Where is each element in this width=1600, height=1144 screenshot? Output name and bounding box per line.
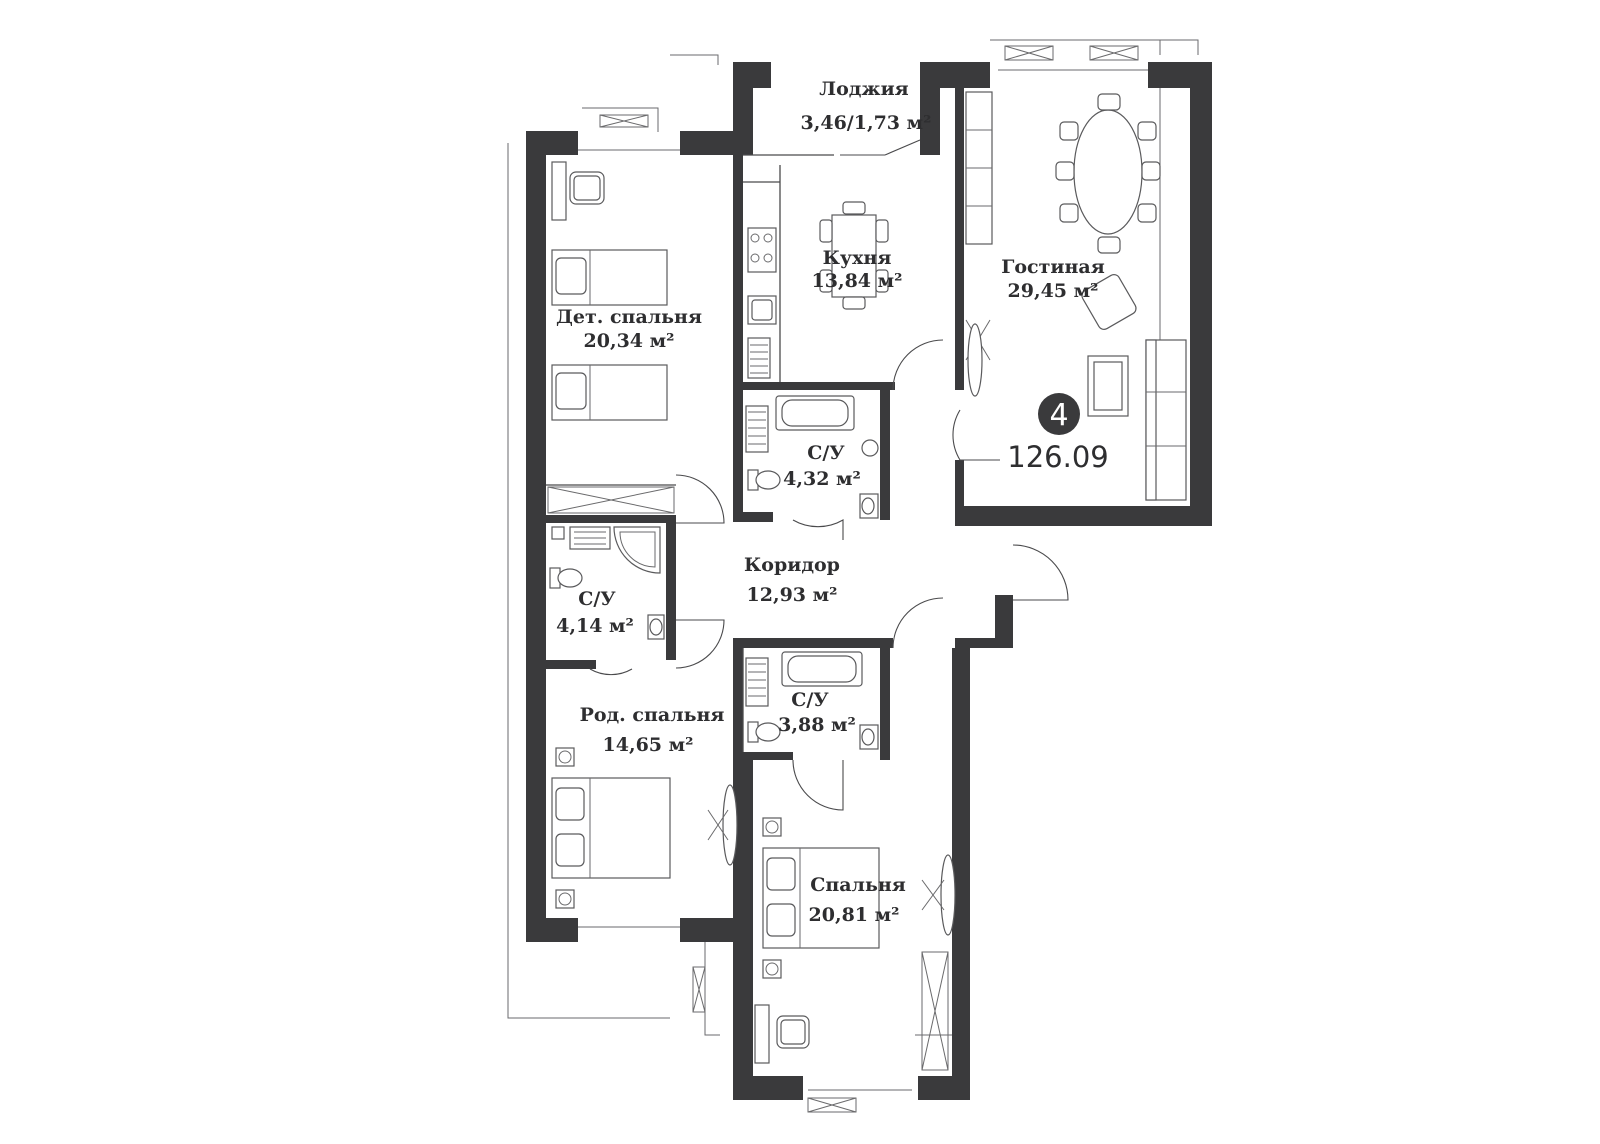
room-name-loggia: Лоджия xyxy=(819,78,908,100)
room-labels: Лоджия 3,46/1,73 м² Кухня 13,84 м² Гости… xyxy=(556,78,1105,926)
toilet-icon xyxy=(549,567,583,589)
bed-icon xyxy=(551,364,668,421)
door-icon xyxy=(1012,544,1069,601)
room-name-kitchen: Кухня xyxy=(823,247,892,269)
table-icon xyxy=(1055,93,1161,254)
room-area-bedroom: 20,81 м² xyxy=(809,904,900,926)
window-icon xyxy=(599,114,649,128)
stove-icon xyxy=(747,337,771,379)
living-furniture xyxy=(965,91,1187,501)
bedroom-furniture xyxy=(754,817,956,1071)
rooms-count-badge xyxy=(1038,393,1080,435)
door-icon xyxy=(589,668,633,676)
room-area-corridor: 12,93 м² xyxy=(747,584,838,606)
interior-lines xyxy=(546,154,834,752)
room-name-bath2: С/У xyxy=(578,588,616,610)
toilet-icon xyxy=(747,721,781,743)
door-icon xyxy=(792,759,844,811)
chair-icon xyxy=(569,171,605,205)
table-icon xyxy=(819,201,889,310)
kitchen-furniture xyxy=(747,201,889,379)
window-icon xyxy=(692,966,706,1013)
sofa-icon xyxy=(1145,339,1187,501)
room-name-bath1: С/У xyxy=(807,442,845,464)
chair-icon xyxy=(776,1015,810,1049)
room-area-bath2: 4,14 м² xyxy=(556,615,634,637)
parent-bedroom-furniture xyxy=(551,747,738,909)
room-area-parents-bedroom: 14,65 м² xyxy=(603,734,694,756)
rooms-count: 4 xyxy=(1049,398,1068,433)
doors xyxy=(589,139,1069,811)
bath3-furniture xyxy=(745,651,879,750)
table-icon xyxy=(1087,355,1129,417)
door-icon xyxy=(892,597,944,649)
sink-icon xyxy=(647,614,665,640)
room-name-kids-bedroom: Дет. спальня xyxy=(556,306,702,328)
walls xyxy=(526,62,1212,1100)
sink-icon xyxy=(747,295,777,325)
bath1-furniture xyxy=(745,395,879,519)
shower-icon xyxy=(613,526,661,574)
room-name-parents-bedroom: Род. спальня xyxy=(580,704,725,726)
window-icon xyxy=(807,1097,857,1113)
bed-icon xyxy=(551,249,668,306)
room-name-living: Гостиная xyxy=(1001,256,1104,278)
door-icon xyxy=(675,619,725,669)
room-area-kitchen: 13,84 м² xyxy=(812,270,903,292)
bed-icon xyxy=(551,777,671,879)
room-area-kids-bedroom: 20,34 м² xyxy=(584,330,675,352)
apartment-badge: 4 126.09 xyxy=(1007,393,1109,474)
stove-icon xyxy=(747,227,777,273)
window-icon xyxy=(1004,45,1139,61)
bed-icon xyxy=(762,847,880,949)
table-icon xyxy=(754,1004,770,1064)
room-area-loggia: 3,46/1,73 м² xyxy=(801,112,932,134)
room-name-bedroom: Спальня xyxy=(810,874,906,896)
room-area-living: 29,45 м² xyxy=(1008,280,1099,302)
door-icon xyxy=(892,339,944,391)
door-icon xyxy=(952,409,1000,461)
kids-bedroom-furniture xyxy=(547,161,675,514)
bathtub-icon xyxy=(781,651,863,687)
room-name-bath3: С/У xyxy=(791,689,829,711)
room-area-bath3: 3,88 м² xyxy=(778,714,856,736)
bathtub-icon xyxy=(775,395,855,431)
room-area-bath1: 4,32 м² xyxy=(783,468,861,490)
door-icon xyxy=(840,139,921,156)
bath2-furniture xyxy=(549,526,665,640)
room-name-corridor: Коридор xyxy=(744,554,840,576)
sink-icon xyxy=(859,493,879,519)
chair-icon xyxy=(1081,274,1137,330)
door-icon xyxy=(792,519,844,540)
windows xyxy=(558,45,1161,1113)
table-icon xyxy=(551,161,567,221)
toilet-icon xyxy=(747,469,781,491)
total-area: 126.09 xyxy=(1007,440,1108,474)
sink-icon xyxy=(859,724,879,750)
door-icon xyxy=(675,474,725,524)
